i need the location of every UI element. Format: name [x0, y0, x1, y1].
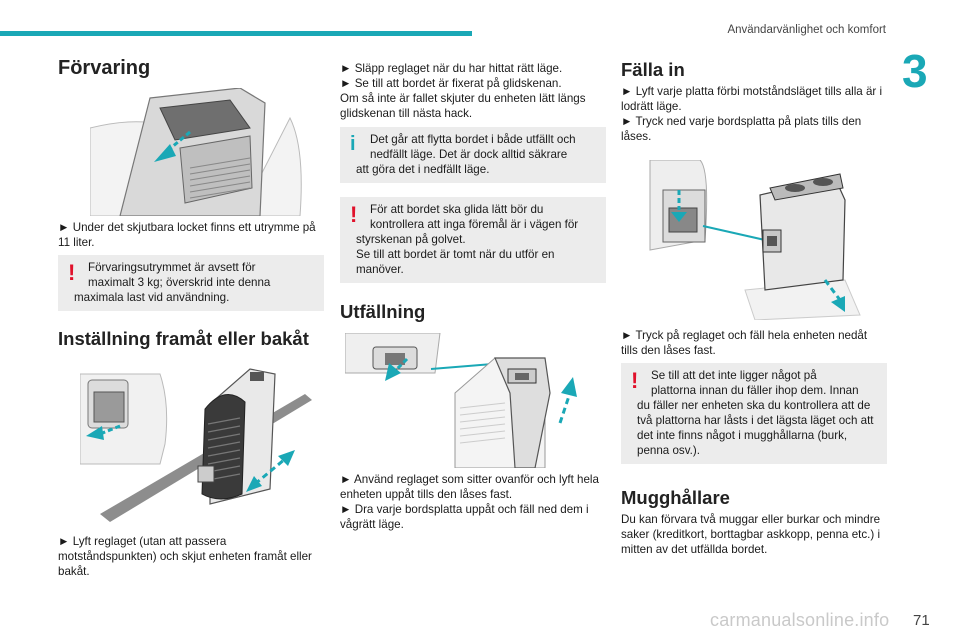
- warning-note-storage: ! Förvaringsutrymmet är avsett för maxim…: [58, 255, 324, 311]
- heading-falla-in: Fälla in: [621, 59, 685, 80]
- paragraph-unfold: ► Använd reglaget som sitter ovanför och…: [340, 473, 599, 531]
- illustration-slide-adjust: [80, 364, 315, 524]
- warning-note-slide: ! För att bordet ska glida lätt bör du k…: [340, 197, 606, 283]
- header-title: Användarvänlighet och komfort: [727, 24, 886, 36]
- heading-forvaring: Förvaring: [58, 57, 151, 79]
- warning-note-fold: ! Se till att det inte ligger något på p…: [621, 363, 887, 464]
- illustration-unfold: [345, 333, 585, 468]
- paragraph-press: ► Tryck på reglaget och fäll hela enhete…: [621, 329, 868, 357]
- watermark: carmanualsonline.info: [710, 610, 890, 630]
- illustration-fold: [645, 160, 870, 320]
- page-number: 71: [913, 612, 930, 629]
- heading-mugghallare: Mugghållare: [621, 487, 730, 508]
- chapter-number: 3: [902, 45, 928, 97]
- warning-icon: !: [68, 260, 76, 285]
- warning-icon: !: [631, 368, 639, 393]
- heading-utfallning: Utfällning: [340, 301, 426, 322]
- paragraph-cupholder: Du kan förvara två muggar eller burkar o…: [621, 513, 881, 556]
- heading-installning: Inställning framåt eller bakåt: [58, 328, 309, 349]
- paragraph-release: ► Släpp reglaget när du har hittat rätt …: [340, 62, 586, 120]
- illustration-storage-compartment: [90, 88, 310, 216]
- info-icon: i: [350, 133, 356, 155]
- paragraph-slide: ► Lyft reglaget (utan att passera motstå…: [58, 535, 312, 578]
- warning-icon: !: [350, 202, 358, 227]
- paragraph-fold: ► Lyft varje platta förbi motståndsläget…: [621, 85, 883, 143]
- info-note-move: i Det går att flytta bordet i både utfäl…: [340, 127, 606, 183]
- header-accent-bar: [0, 31, 472, 36]
- paragraph-storage: ► Under det skjutbara locket finns ett u…: [58, 221, 316, 249]
